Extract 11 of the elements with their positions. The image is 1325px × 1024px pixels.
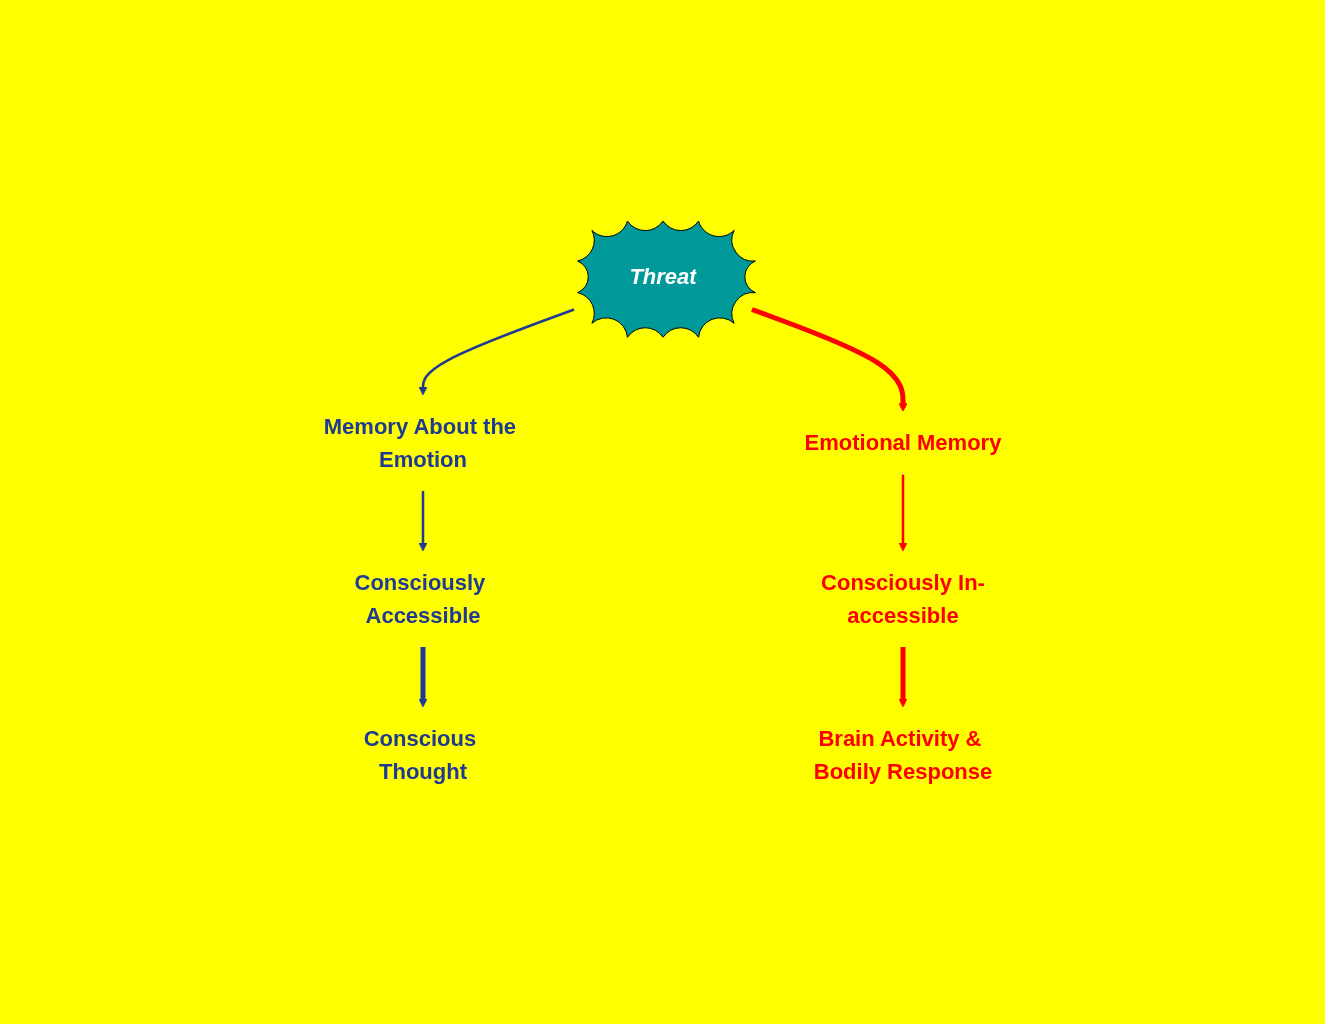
arrow: [418, 308, 575, 396]
node-text: Memory About the Emotion: [323, 413, 516, 472]
arrow: [418, 490, 427, 552]
node-text: Consciously In-accessible: [820, 569, 985, 628]
node-text: Emotional Memory: [804, 430, 1001, 456]
node-text: Consciously Accessible: [354, 569, 485, 628]
arrow: [898, 646, 907, 708]
node-text: Brain Activity & Bodily Response: [813, 725, 992, 784]
arrow: [418, 646, 427, 708]
arrow: [898, 474, 907, 552]
node-text: Conscious Thought: [363, 725, 476, 784]
